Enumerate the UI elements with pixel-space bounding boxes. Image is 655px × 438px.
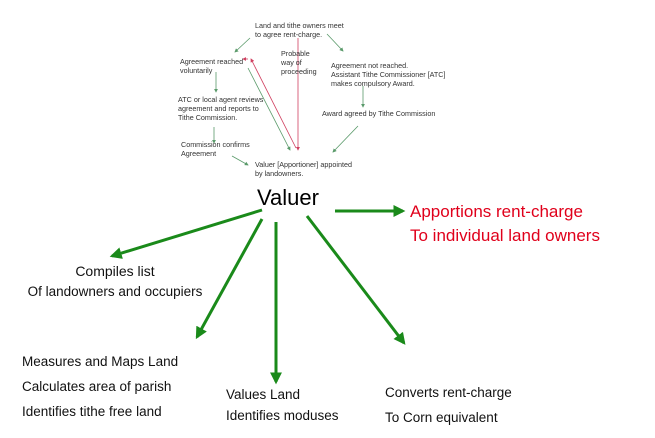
node-commission-confirms: Commission confirms Agreement: [181, 140, 250, 159]
node-values: Values Land Identifies moduses: [226, 387, 339, 423]
arrow-valuer-to-compiles: [109, 208, 263, 259]
node-measures: Measures and Maps Land Calculates area o…: [22, 354, 179, 419]
node-probable: Probable way of proceeding: [281, 49, 317, 77]
arrow-confirm-to-valuer: [231, 155, 249, 166]
node-valuer: Valuer: [257, 185, 319, 210]
arrow-voluntary-to-valuer-green: [247, 67, 291, 151]
node-apportions: Apportions rent-charge To individual lan…: [410, 202, 600, 245]
node-voluntary: Agreement reached voluntarily: [180, 57, 244, 76]
node-award-agreed: Award agreed by Tithe Commission: [322, 109, 436, 118]
arrow-valuer-to-converts: [305, 215, 406, 345]
node-converts: Converts rent-charge To Corn equivalent: [385, 385, 512, 425]
node-start: Land and tithe owners meet to agree rent…: [255, 21, 344, 40]
node-valuer-appointed: Valuer [Apportioner] appointed by landow…: [255, 160, 352, 179]
node-atc-review: ATC or local agent reviews agreement and…: [178, 95, 264, 123]
arrow-start-to-voluntary: [234, 37, 251, 53]
node-compiles: Compiles list Of landowners and occupier…: [27, 263, 203, 299]
arrow-valuer-to-measures: [195, 218, 264, 340]
arrow-start-to-not-reached: [326, 33, 344, 52]
node-not-reached: Agreement not reached. Assistant Tithe C…: [331, 61, 446, 89]
arrow-award-to-valuer: [332, 125, 359, 153]
arrow-red-to-voluntary: [250, 58, 297, 149]
